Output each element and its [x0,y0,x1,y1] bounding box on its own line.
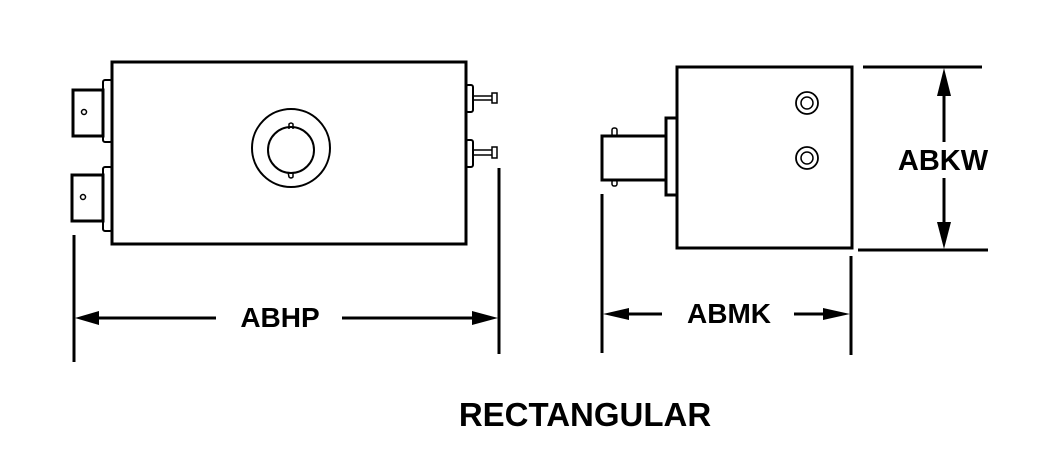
side-view [600,65,854,250]
arrow-right-icon [472,311,498,325]
arrow-up-icon [937,68,951,96]
side-body [675,65,854,250]
center-knob [251,108,331,188]
jack-top [795,91,819,115]
right-screw-top [465,84,498,113]
arrow-left-icon [75,311,99,325]
bnc-connector [600,127,668,187]
side-flange [664,116,679,197]
jack-bottom [795,146,819,170]
left-connector-top [71,79,113,143]
dimension-abhp [72,168,501,362]
arrow-left-icon [603,308,629,320]
label-abhp: ABHP [240,302,319,333]
diagram-title: RECTANGULAR [459,396,712,433]
arrow-down-icon [937,222,951,249]
front-body [110,60,468,246]
dimension-abkw [858,65,988,252]
label-abmk: ABMK [687,298,771,329]
front-view [70,60,498,246]
dimension-abmk [600,194,853,355]
arrow-right-icon [823,308,850,320]
label-abkw: ABKW [898,145,989,177]
left-connector-bottom [70,166,113,232]
right-screw-bottom [465,139,498,168]
